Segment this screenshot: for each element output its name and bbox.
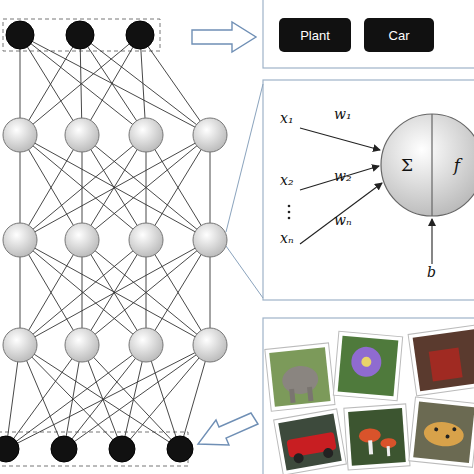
ellipsis-dot — [288, 211, 291, 214]
layer-bracket — [0, 432, 188, 466]
neuron-circle: Σf — [380, 113, 474, 217]
input-arrow — [300, 166, 379, 190]
weight-symbol: wₙ — [334, 212, 352, 228]
input-neuron — [0, 436, 19, 462]
block-arrow — [192, 22, 256, 52]
output-neuron — [66, 21, 94, 49]
weight-line — [82, 345, 180, 449]
weight-line — [82, 240, 146, 345]
input-symbol: x₂ — [280, 172, 294, 188]
input-symbol: x₁ — [280, 110, 294, 126]
neuron-body — [381, 114, 474, 216]
hidden-neuron — [193, 223, 227, 257]
weight-symbol: w₂ — [334, 168, 352, 184]
class-box: Plant — [279, 18, 351, 52]
class-label: Plant — [300, 28, 330, 43]
hidden-neuron — [3, 328, 37, 362]
zoom-line — [226, 246, 263, 298]
weight-line — [82, 240, 146, 345]
weight-line — [146, 135, 210, 240]
weight-line — [20, 240, 82, 345]
weight-line — [146, 135, 210, 240]
weight-line — [146, 240, 210, 345]
neuron-symbol: Σ — [401, 155, 413, 175]
neuron-panel — [263, 80, 474, 300]
weight-line — [20, 135, 82, 240]
block-arrow — [198, 413, 258, 445]
weight-line — [146, 240, 210, 345]
input-symbol: xₙ — [280, 230, 294, 246]
neuron-symbol: f — [454, 155, 460, 175]
hidden-neuron — [193, 328, 227, 362]
input-panel — [263, 318, 474, 474]
hidden-neuron — [65, 223, 99, 257]
class-box: Car — [364, 18, 434, 52]
input-neuron — [51, 436, 77, 462]
weight-line — [20, 135, 210, 240]
output-panel — [263, 0, 474, 68]
hidden-neuron — [129, 118, 163, 152]
weight-line — [82, 135, 146, 240]
input-arrow — [300, 183, 382, 244]
weight-line — [82, 135, 146, 240]
weight-line — [20, 240, 82, 345]
hidden-neuron — [193, 118, 227, 152]
input-neuron — [109, 436, 135, 462]
input-arrow — [300, 128, 380, 150]
output-neuron — [126, 21, 154, 49]
hidden-neuron — [129, 223, 163, 257]
input-neuron — [167, 436, 193, 462]
weight-line — [20, 135, 210, 240]
weight-line — [20, 35, 82, 135]
output-neuron — [6, 21, 34, 49]
hidden-neuron — [3, 223, 37, 257]
hidden-neuron — [3, 118, 37, 152]
weight-line — [20, 240, 210, 345]
weight-line — [20, 240, 210, 345]
hidden-neuron — [65, 118, 99, 152]
weight-line — [122, 345, 210, 449]
ellipsis-dot — [288, 205, 291, 208]
bias-symbol: b — [427, 264, 436, 280]
weight-line — [20, 135, 82, 240]
hidden-neuron — [65, 328, 99, 362]
weight-line — [6, 345, 210, 449]
weight-line — [20, 35, 210, 135]
weight-symbol: w₁ — [334, 106, 352, 122]
photo-collage — [265, 325, 474, 474]
bias-arrow — [431, 219, 432, 264]
class-label: Car — [389, 28, 410, 43]
zoom-line — [226, 84, 263, 232]
network — [0, 21, 227, 462]
layer-bracket — [3, 19, 160, 51]
hidden-neuron — [129, 328, 163, 362]
ellipsis-dot — [288, 217, 291, 220]
neuron-divider — [431, 114, 432, 216]
